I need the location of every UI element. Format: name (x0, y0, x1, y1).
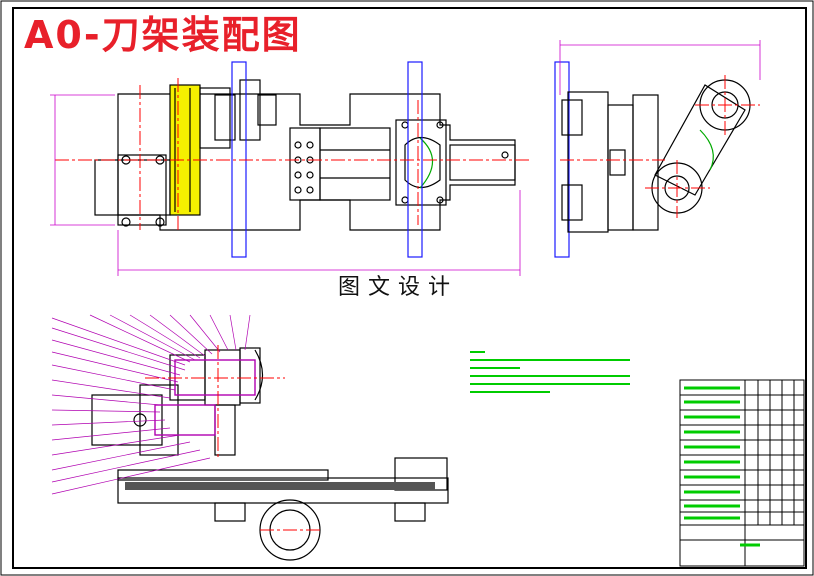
title-block (679, 379, 805, 567)
title-block-fill (684, 386, 760, 547)
watermark-text: 图文设计 (338, 275, 459, 300)
center-lines (55, 78, 530, 230)
side-view (561, 79, 751, 233)
side-green-arc (699, 129, 714, 171)
part-leaders (51, 314, 251, 495)
technical-notes (470, 351, 630, 393)
dimension-lines (50, 40, 761, 276)
section-center-lines (145, 345, 320, 531)
inner-frame (12, 7, 807, 569)
drawing-title: A0-刀架装配图 (24, 13, 302, 57)
side-center-lines (560, 75, 760, 218)
section-view (91, 347, 449, 561)
green-arc (419, 137, 434, 189)
guide-rail (125, 482, 435, 490)
front-view (94, 79, 516, 231)
